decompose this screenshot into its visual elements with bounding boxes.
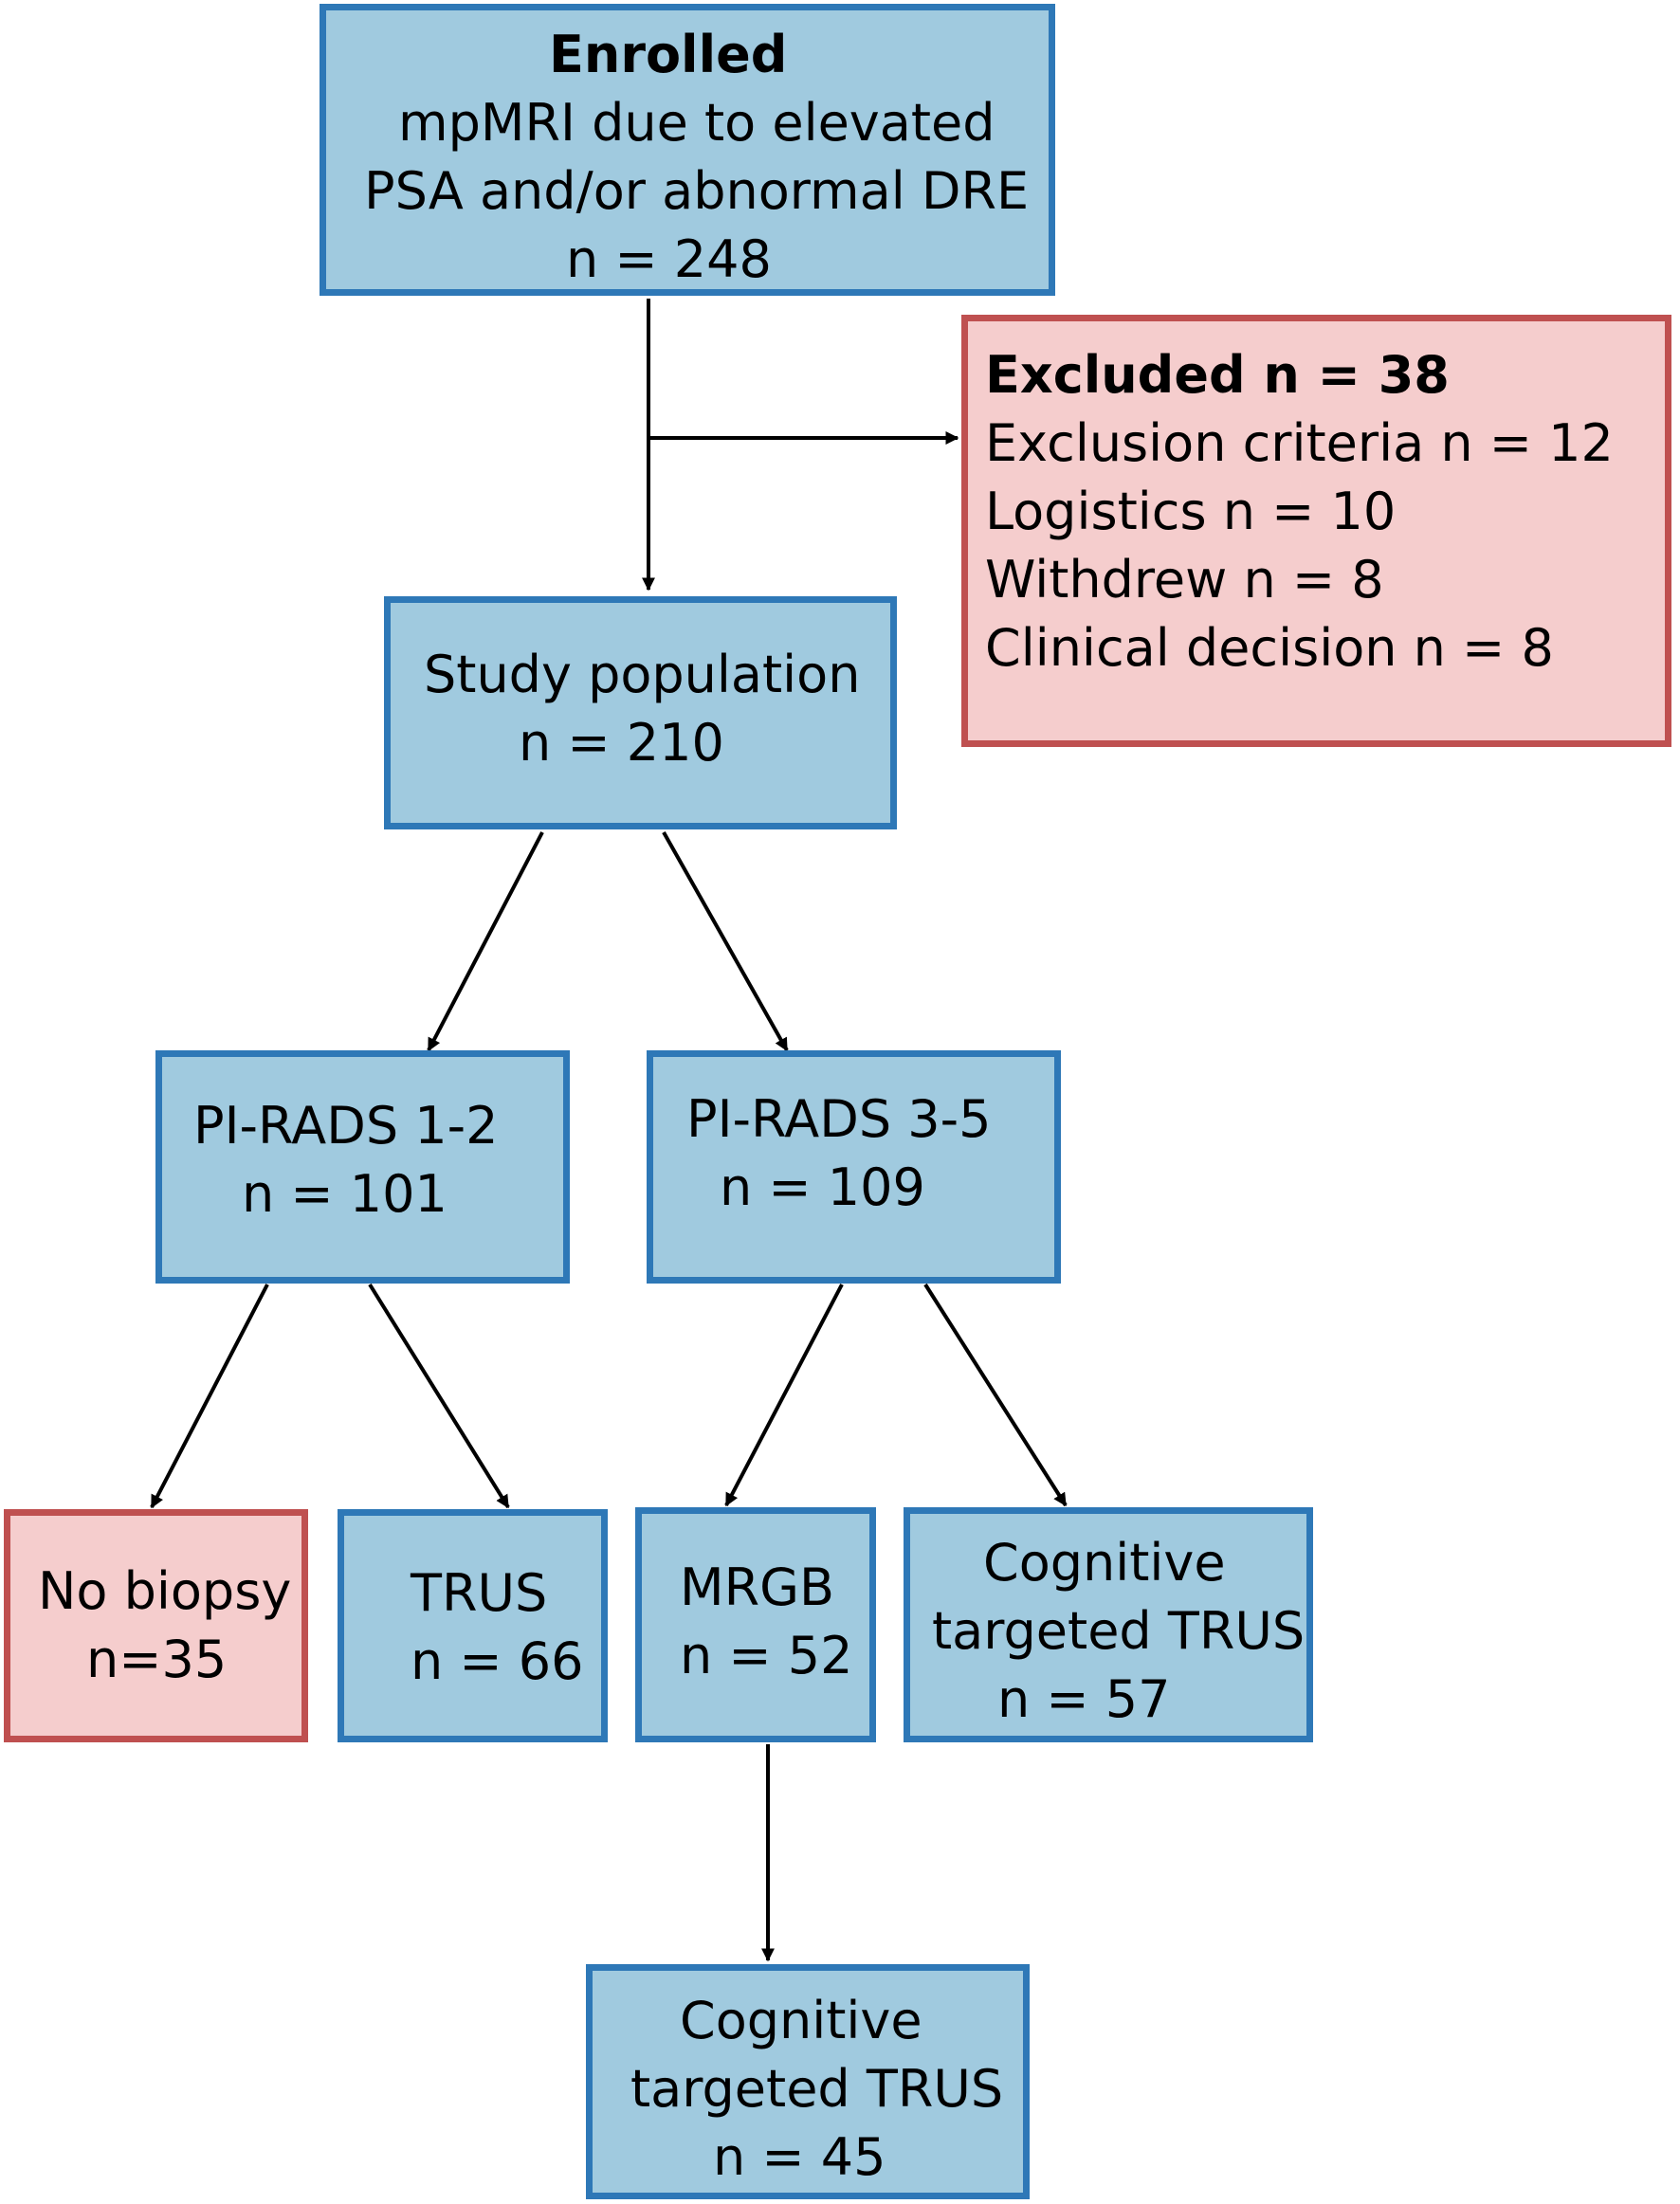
enrolled-box: Enrolled mpMRI due to elevated PSA and/o… bbox=[320, 4, 1055, 296]
arrow-study-to-pirads-low bbox=[427, 831, 544, 1052]
excluded-item: Logistics n = 10 bbox=[985, 482, 1397, 541]
excluded-item: Exclusion criteria n = 12 bbox=[985, 413, 1614, 473]
no-biopsy-box: No biopsy n=35 bbox=[4, 1509, 308, 1742]
excluded-item: Clinical decision n = 8 bbox=[985, 618, 1554, 678]
trus-count: n = 66 bbox=[411, 1631, 584, 1691]
enrolled-count: n = 248 bbox=[566, 229, 772, 289]
arrow-pirads-high-to-mrgb bbox=[724, 1284, 844, 1507]
cognitive-count: n = 57 bbox=[997, 1669, 1171, 1729]
trus-box: TRUS n = 66 bbox=[338, 1509, 608, 1742]
study-population-count: n = 210 bbox=[519, 713, 724, 773]
pirads-low-count: n = 101 bbox=[242, 1164, 447, 1224]
pirads-high-count: n = 109 bbox=[720, 1157, 925, 1217]
excluded-title: Excluded n = 38 bbox=[985, 345, 1450, 405]
no-biopsy-label: No biopsy bbox=[38, 1561, 292, 1621]
pirads-low-label: PI-RADS 1-2 bbox=[193, 1096, 499, 1156]
cognitive-targeted-trus-box-45: Cognitive targeted TRUS n = 45 bbox=[586, 1964, 1030, 2199]
study-population-box: Study population n = 210 bbox=[384, 596, 897, 829]
cognitive-count: n = 45 bbox=[713, 2127, 886, 2187]
arrow-pirads-low-to-trus bbox=[368, 1283, 510, 1509]
excluded-item: Withdrew n = 8 bbox=[985, 550, 1384, 610]
arrow-study-to-pirads-high bbox=[662, 831, 789, 1052]
mrgb-count: n = 52 bbox=[680, 1626, 853, 1685]
cognitive-line2: targeted TRUS bbox=[630, 2059, 1004, 2119]
pirads-high-label: PI-RADS 3-5 bbox=[686, 1089, 992, 1149]
mrgb-box: MRGB n = 52 bbox=[635, 1507, 876, 1742]
arrow-pirads-low-to-no-biopsy bbox=[150, 1284, 269, 1509]
mrgb-label: MRGB bbox=[680, 1557, 835, 1617]
pirads-high-box: PI-RADS 3-5 n = 109 bbox=[647, 1050, 1061, 1284]
enrolled-line2: PSA and/or abnormal DRE bbox=[364, 161, 1030, 221]
cognitive-line2: targeted TRUS bbox=[932, 1601, 1306, 1661]
study-population-label: Study population bbox=[424, 645, 861, 704]
excluded-box: Excluded n = 38 Exclusion criteria n = 1… bbox=[961, 315, 1671, 747]
cognitive-line1: Cognitive bbox=[983, 1533, 1226, 1593]
cognitive-targeted-trus-box-57: Cognitive targeted TRUS n = 57 bbox=[904, 1507, 1313, 1742]
enrolled-line1: mpMRI due to elevated bbox=[398, 93, 995, 153]
trus-label: TRUS bbox=[411, 1563, 548, 1623]
cognitive-line1: Cognitive bbox=[680, 1991, 922, 2050]
pirads-low-box: PI-RADS 1-2 n = 101 bbox=[155, 1050, 570, 1284]
no-biopsy-count: n=35 bbox=[86, 1630, 228, 1689]
arrow-pirads-high-to-cognitive bbox=[923, 1283, 1068, 1507]
enrolled-title: Enrolled bbox=[549, 25, 788, 84]
